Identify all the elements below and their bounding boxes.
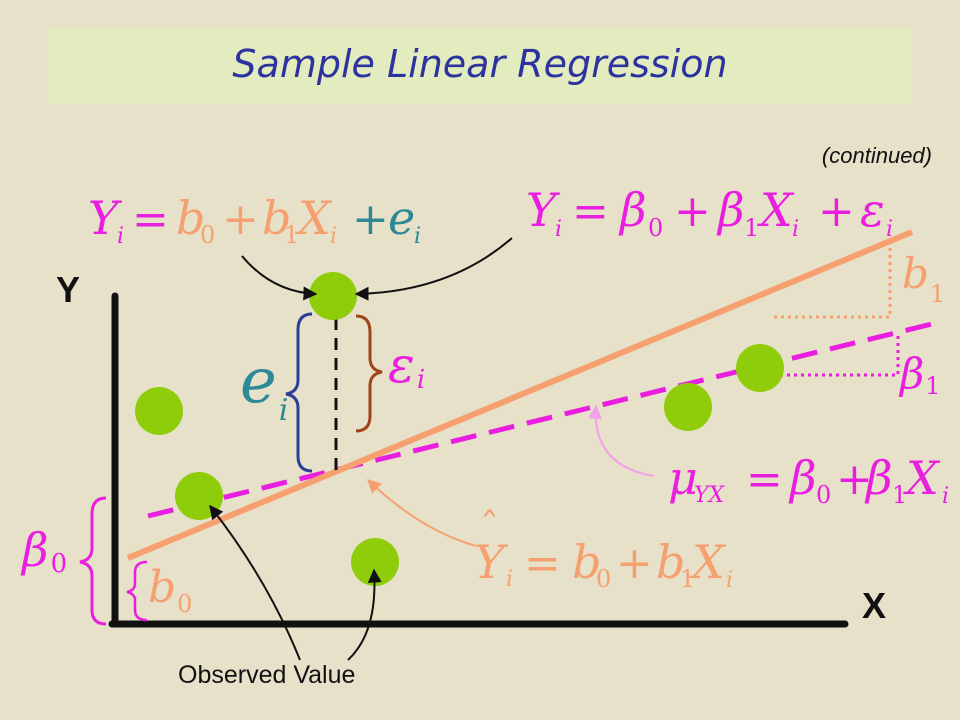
sample-slope-triangle xyxy=(771,241,892,319)
svg-text:X: X xyxy=(689,535,727,589)
svg-text:i: i xyxy=(726,568,733,593)
svg-text:β: β xyxy=(618,183,647,237)
svg-text:+: + xyxy=(674,186,711,237)
svg-text:=: = xyxy=(746,454,783,505)
observed-point xyxy=(351,538,399,586)
arrow-caption-to-point-2 xyxy=(347,568,382,661)
svg-text:i: i xyxy=(886,217,893,242)
svg-text:0: 0 xyxy=(648,214,663,242)
arrow-caption-to-point-1 xyxy=(209,504,301,661)
svg-text:=: = xyxy=(524,538,561,589)
sample-model-equation: Y i = b 0 + b 1 X i + e i xyxy=(88,191,421,249)
svg-text:ε: ε xyxy=(860,183,885,237)
svg-text:b: b xyxy=(656,535,685,589)
svg-text:b: b xyxy=(572,535,601,589)
svg-text:0: 0 xyxy=(816,481,831,509)
svg-text:X: X xyxy=(757,183,795,237)
svg-text:i: i xyxy=(506,567,513,592)
population-line-equation: μ YX = β 0 + β 1 X i xyxy=(668,451,949,509)
svg-text:YX: YX xyxy=(694,483,726,508)
svg-text:β: β xyxy=(716,183,745,237)
title-bar: Sample Linear Regression xyxy=(48,28,912,104)
observed-point xyxy=(309,272,357,320)
svg-text:0: 0 xyxy=(596,565,611,593)
svg-text:+: + xyxy=(818,186,855,237)
sample-error-brace xyxy=(285,312,313,473)
svg-text:i: i xyxy=(117,224,124,249)
svg-text:β: β xyxy=(788,451,817,505)
sample-regression-line xyxy=(126,229,914,561)
sample-slope-label: b1 xyxy=(902,249,945,308)
svg-text:1: 1 xyxy=(892,481,907,509)
observed-value-caption: Observed Value xyxy=(178,661,355,689)
svg-text:1: 1 xyxy=(284,221,299,249)
arrow-sample-equation-to-line xyxy=(366,479,477,547)
svg-text:X: X xyxy=(295,191,333,245)
observed-point xyxy=(664,383,712,431)
svg-text:=: = xyxy=(132,194,169,245)
sample-error-label: ei xyxy=(240,344,288,428)
population-intercept-label: β0 xyxy=(20,523,67,579)
observed-point xyxy=(135,387,183,435)
svg-text:i: i xyxy=(942,484,949,509)
population-error-label: εi xyxy=(388,336,425,395)
svg-text:+: + xyxy=(836,454,873,505)
x-axis-label: X xyxy=(862,585,886,626)
svg-text:Y: Y xyxy=(474,535,509,589)
svg-text:1: 1 xyxy=(744,214,759,242)
sample-intercept-brace xyxy=(126,560,148,622)
svg-text:ˆ: ˆ xyxy=(480,505,499,549)
svg-text:b: b xyxy=(176,191,205,245)
population-regression-line xyxy=(147,320,937,519)
svg-text:+: + xyxy=(616,538,653,589)
population-slope-triangle xyxy=(770,336,900,377)
subtitle-continued: (continued) xyxy=(821,143,932,168)
population-intercept-brace xyxy=(79,496,107,626)
svg-text:1: 1 xyxy=(680,565,695,593)
arrow-population-model-to-point xyxy=(354,237,513,301)
population-model-equation: Y i = β 0 + β 1 X i + ε i xyxy=(526,183,893,242)
svg-text:Y: Y xyxy=(88,191,123,245)
svg-text:i: i xyxy=(792,217,799,242)
svg-text:i: i xyxy=(330,224,337,249)
svg-text:Y: Y xyxy=(526,183,561,237)
svg-text:β: β xyxy=(864,451,893,505)
svg-text:i: i xyxy=(555,217,562,242)
sample-intercept-label: b0 xyxy=(148,562,192,618)
svg-text:0: 0 xyxy=(200,221,215,249)
svg-text:+: + xyxy=(352,194,389,245)
population-slope-label: β1 xyxy=(898,349,941,400)
arrow-population-equation-to-line xyxy=(588,404,655,477)
sample-line-equation: ˆ Y i = b 0 + b 1 X i xyxy=(474,505,733,593)
observed-point xyxy=(736,344,784,392)
svg-text:=: = xyxy=(572,186,609,237)
slide-title: Sample Linear Regression xyxy=(232,42,728,86)
svg-text:X: X xyxy=(903,451,941,505)
svg-text:e: e xyxy=(388,191,415,245)
svg-text:+: + xyxy=(222,194,259,245)
svg-text:μ: μ xyxy=(668,451,698,505)
svg-text:i: i xyxy=(414,224,421,249)
population-error-brace xyxy=(355,314,383,433)
svg-text:b: b xyxy=(262,191,291,245)
y-axis-label: Y xyxy=(56,269,80,310)
arrow-sample-model-to-point xyxy=(241,255,318,301)
